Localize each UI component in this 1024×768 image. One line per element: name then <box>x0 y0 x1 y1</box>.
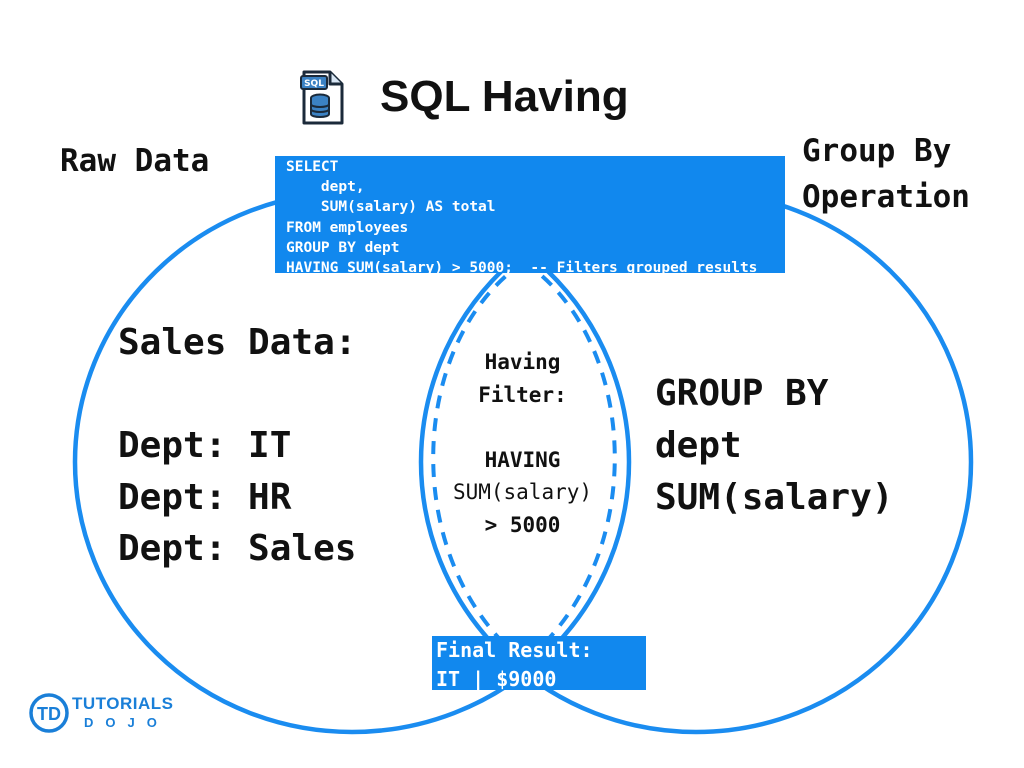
final-result-value: IT | $9000 <box>436 667 557 691</box>
group-by-label-line: Operation <box>802 179 970 215</box>
td-logo-icon: TD <box>29 693 69 733</box>
code-line: GROUP BY dept <box>286 239 400 256</box>
code-line: HAVING SUM(salary) > 5000; -- Filters gr… <box>286 260 758 273</box>
group-by-content: GROUP BY dept SUM(salary) <box>655 368 893 524</box>
dept-item: Dept: IT <box>118 425 292 466</box>
final-result-heading: Final Result: <box>436 638 593 662</box>
page-title: SQL Having <box>380 72 629 121</box>
group-by-label-line: Group By <box>802 133 952 169</box>
dept-item: Dept: Sales <box>118 528 357 569</box>
having-filter-heading: Having <box>484 350 561 374</box>
group-by-line: SUM(salary) <box>655 477 894 518</box>
sql-code-block: SELECT dept, SUM(salary) AS total FROM e… <box>275 156 785 273</box>
having-condition-line: > 5000 <box>484 512 561 537</box>
having-filter-content: Having Filter: HAVING SUM(salary) > 5000 <box>435 346 610 541</box>
svg-text:SQL: SQL <box>304 79 324 89</box>
group-by-line: dept <box>655 425 742 466</box>
raw-data-content: Sales Data: Dept: IT Dept: HR Dept: Sale… <box>118 317 356 575</box>
having-condition-line: SUM(salary) <box>452 480 593 504</box>
sql-file-database-icon: SQL <box>300 70 346 126</box>
code-line: SUM(salary) AS total <box>286 199 496 216</box>
group-by-operation-label: Group By Operation <box>802 128 970 220</box>
raw-data-label: Raw Data <box>60 143 210 179</box>
dept-item: Dept: HR <box>118 476 292 518</box>
group-by-line: GROUP BY <box>655 373 829 414</box>
sales-data-heading: Sales Data: <box>118 322 357 363</box>
svg-text:TD: TD <box>37 704 61 724</box>
code-line: FROM employees <box>286 219 409 236</box>
logo-wordmark: TUTORIALS <box>72 694 174 713</box>
code-line: dept, <box>286 179 365 196</box>
code-line: SELECT <box>286 159 339 175</box>
final-result-box: Final Result: IT | $9000 <box>432 636 646 691</box>
having-condition-line: HAVING <box>484 447 561 472</box>
tutorials-dojo-logo: TD <box>28 690 168 738</box>
logo-subtext: DOJO <box>84 715 169 730</box>
having-filter-heading: Filter: <box>478 382 567 407</box>
